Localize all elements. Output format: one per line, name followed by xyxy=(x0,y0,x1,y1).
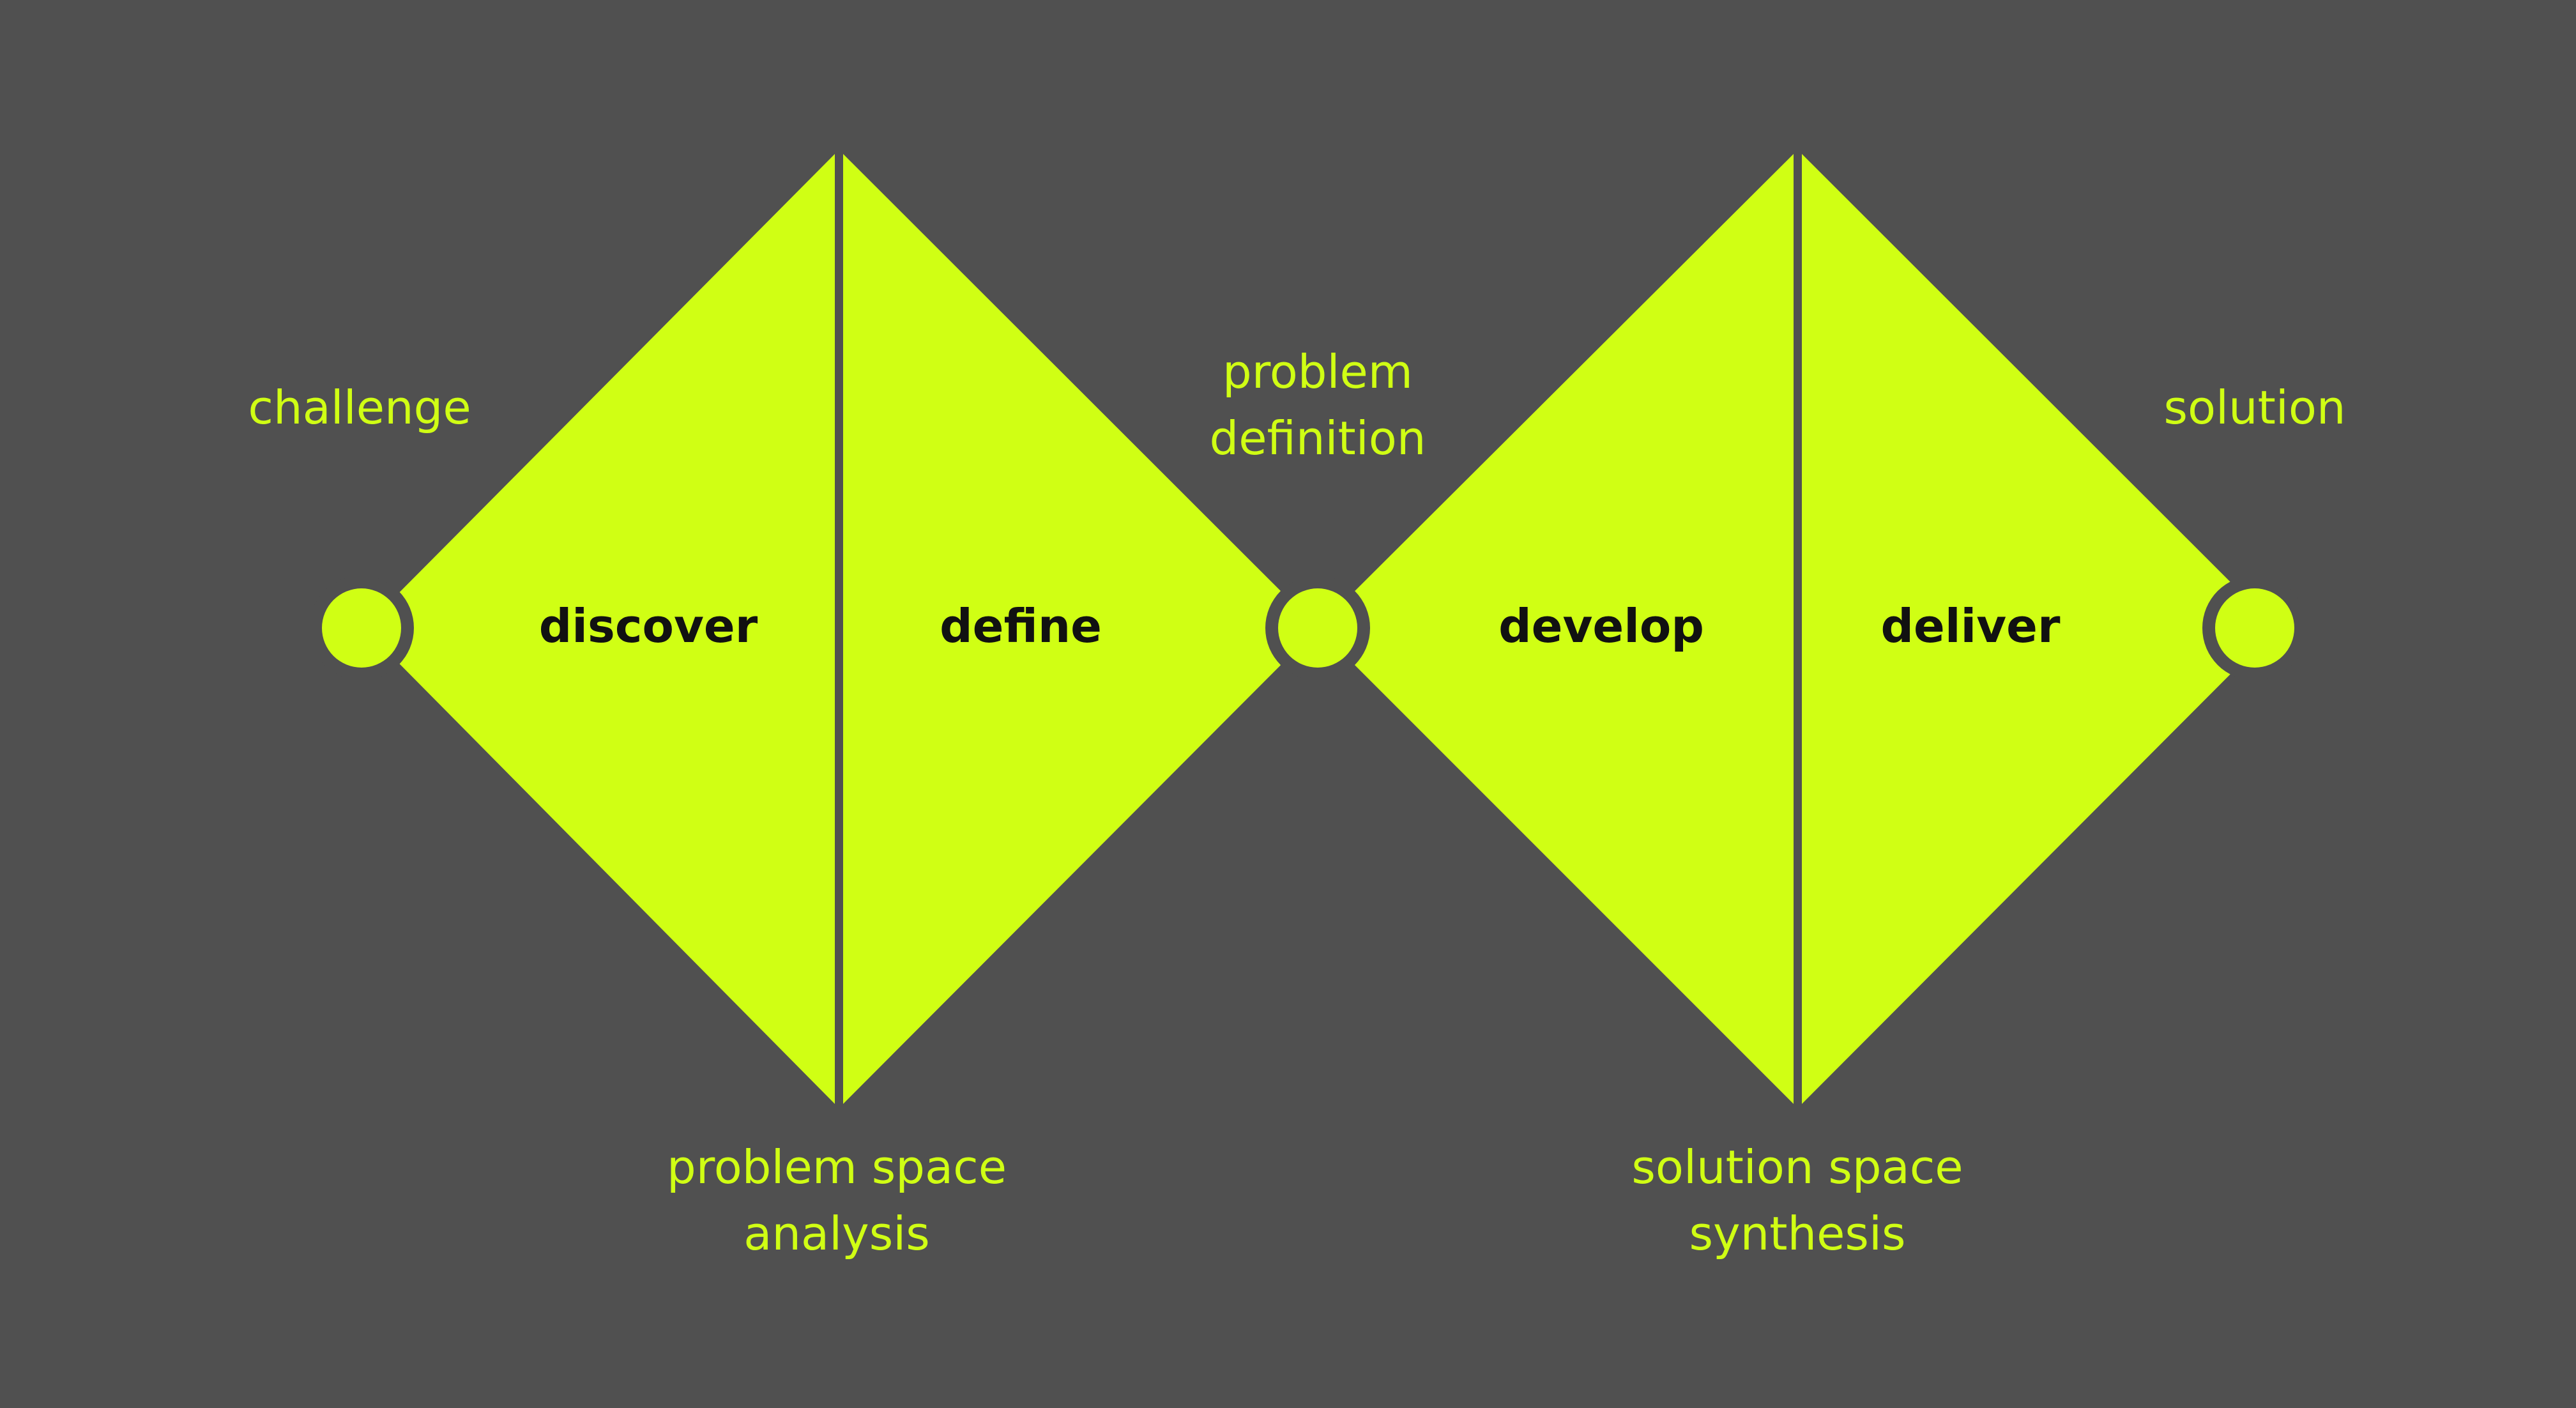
space-label-solution-line2: synthesis xyxy=(1689,1207,1906,1260)
discover-diamond-half xyxy=(364,154,835,1104)
milestone-label-challenge: challenge xyxy=(248,381,471,434)
milestone-label-problem-definition-line2: definition xyxy=(1210,411,1426,465)
space-label-solution-line1: solution space xyxy=(1631,1140,1963,1194)
phase-label-develop: develop xyxy=(1498,599,1704,653)
problem-definition-node xyxy=(1278,588,1357,668)
phase-label-deliver: deliver xyxy=(1880,599,2060,653)
space-label-problem-line2: analysis xyxy=(743,1207,930,1260)
define-diamond-half xyxy=(843,154,1318,1104)
deliver-diamond-half xyxy=(1802,154,2276,1104)
develop-diamond-half xyxy=(1318,154,1794,1104)
phase-label-define: define xyxy=(940,599,1102,653)
milestone-label-problem-definition-line1: problem xyxy=(1223,345,1413,399)
solution-node xyxy=(2215,588,2294,668)
milestone-label-solution: solution xyxy=(2163,381,2345,434)
challenge-node xyxy=(322,588,401,668)
space-label-problem-line1: problem space xyxy=(667,1140,1007,1194)
phase-label-discover: discover xyxy=(539,599,758,653)
